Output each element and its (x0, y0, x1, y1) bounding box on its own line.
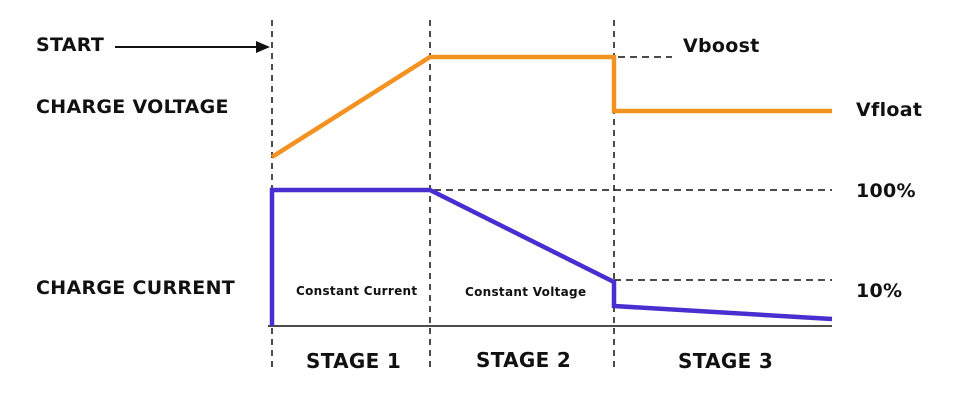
stage-2-label: STAGE 2 (476, 348, 572, 372)
constant-current-label: Constant Current (296, 284, 418, 298)
start-arrow-head (256, 41, 270, 53)
vboost-label: Vboost (683, 35, 760, 57)
start-label: START (36, 34, 105, 56)
charge-current-label: CHARGE CURRENT (36, 277, 236, 299)
stage-1-label: STAGE 1 (306, 349, 402, 373)
charge-voltage-label: CHARGE VOLTAGE (36, 96, 229, 118)
constant-voltage-label: Constant Voltage (465, 285, 587, 299)
charge-voltage-curve (270, 54, 832, 159)
pct-100-label: 100% (856, 180, 916, 202)
stage-3-label: STAGE 3 (678, 349, 774, 373)
pct-10-label: 10% (856, 280, 903, 302)
vfloat-label: Vfloat (856, 99, 923, 121)
charge-current-curve (269, 187, 833, 326)
